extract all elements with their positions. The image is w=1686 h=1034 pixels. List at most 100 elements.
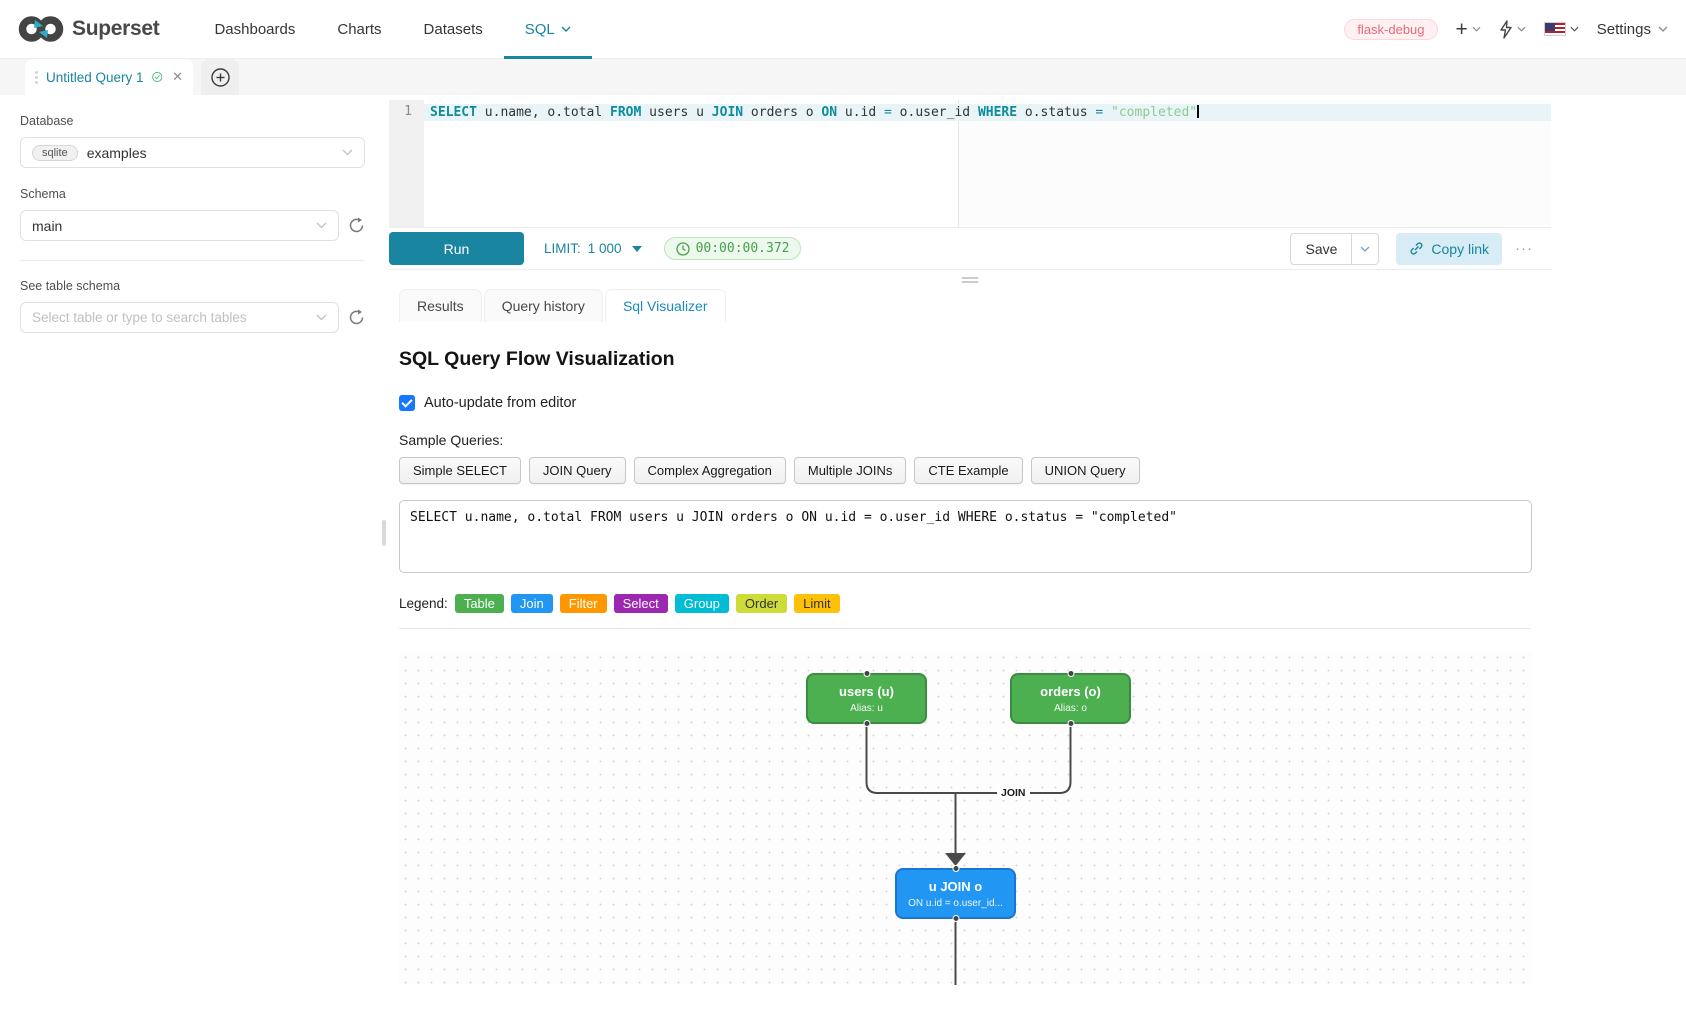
- new-item-button[interactable]: +: [1456, 19, 1481, 40]
- sql-lab-sidebar: Database sqlite examples Schema main See…: [0, 95, 380, 1034]
- limit-label: LIMIT:: [544, 241, 581, 256]
- results-tab-bar: Results Query history Sql Visualizer: [389, 289, 1551, 322]
- legend-row: Legend: Table Join Filter Select Group O…: [399, 594, 1530, 613]
- tab-query-history[interactable]: Query history: [483, 289, 603, 322]
- add-query-tab-button[interactable]: [201, 59, 239, 95]
- database-select[interactable]: sqlite examples: [20, 137, 365, 168]
- chevron-down-icon: [1658, 26, 1668, 32]
- legend-chip-group: Group: [674, 594, 729, 613]
- line-number: 1: [404, 104, 412, 119]
- clock-icon: [675, 241, 690, 256]
- drag-handle-icon[interactable]: [35, 70, 38, 84]
- refresh-icon[interactable]: [348, 217, 365, 234]
- node-subtitle: ON u.id = o.user_id...: [908, 898, 1003, 909]
- legend-chip-order: Order: [735, 594, 788, 613]
- main-menu: Dashboards Charts Datasets SQL: [193, 0, 592, 59]
- nav-item-dashboards[interactable]: Dashboards: [214, 20, 296, 38]
- sample-multiple-joins-button[interactable]: Multiple JOINs: [793, 457, 907, 484]
- chevron-down-icon: [561, 26, 571, 32]
- node-handle-bottom[interactable]: [952, 915, 959, 922]
- settings-label: Settings: [1596, 20, 1651, 38]
- query-tab-active[interactable]: Untitled Query 1 ✕: [25, 59, 193, 95]
- more-actions-button[interactable]: ···: [1515, 240, 1533, 257]
- legend-chip-join: Join: [510, 594, 553, 613]
- refresh-icon[interactable]: [348, 309, 365, 326]
- copy-link-button[interactable]: Copy link: [1396, 232, 1502, 265]
- sample-simple-select-button[interactable]: Simple SELECT: [399, 457, 521, 484]
- flow-node-users[interactable]: users (u) Alias: u: [806, 670, 927, 727]
- settings-menu[interactable]: Settings: [1597, 21, 1668, 38]
- chevron-down-icon: [1360, 246, 1370, 252]
- auto-update-checkbox[interactable]: [399, 395, 415, 411]
- sample-union-query-button[interactable]: UNION Query: [1030, 457, 1140, 484]
- nav-item-datasets[interactable]: Datasets: [423, 20, 483, 38]
- node-title: orders (o): [1040, 684, 1101, 699]
- legend-chip-select: Select: [613, 594, 668, 613]
- node-handle-bottom[interactable]: [1067, 720, 1074, 727]
- chevron-down-icon: [1472, 26, 1481, 32]
- copy-link-label: Copy link: [1431, 240, 1489, 257]
- superset-logo[interactable]: Superset: [18, 13, 160, 45]
- nav-item-sql[interactable]: SQL: [503, 0, 592, 59]
- limit-value: 1 000: [587, 241, 622, 256]
- caret-down-icon: [631, 245, 642, 252]
- close-tab-icon[interactable]: ✕: [172, 69, 183, 84]
- line-number-gutter: 1: [389, 100, 424, 227]
- tab-results[interactable]: Results: [399, 289, 482, 322]
- node-handle-top[interactable]: [952, 865, 959, 872]
- sample-query-buttons: Simple SELECT JOIN Query Complex Aggrega…: [399, 457, 1530, 484]
- schema-label: Schema: [20, 187, 66, 201]
- sample-complex-aggregation-button[interactable]: Complex Aggregation: [633, 457, 786, 484]
- link-icon: [1410, 242, 1423, 255]
- legend-chip-limit: Limit: [794, 594, 840, 613]
- panel-resize-grip[interactable]: [382, 520, 386, 546]
- content-divider: [399, 628, 1530, 629]
- sql-code-editor[interactable]: 1 SELECT u.name, o.total FROM users u JO…: [389, 100, 1551, 228]
- save-dropdown-button[interactable]: [1352, 232, 1380, 265]
- database-label: Database: [20, 114, 74, 128]
- nav-right-controls: flask-debug + Settings: [1344, 18, 1668, 40]
- chevron-down-icon: [1570, 26, 1579, 32]
- node-handle-bottom[interactable]: [863, 720, 870, 727]
- save-button[interactable]: Save: [1290, 232, 1353, 265]
- query-tab-title: Untitled Query 1: [46, 69, 144, 85]
- print-margin: [958, 100, 959, 227]
- chevron-down-icon: [316, 222, 327, 229]
- join-edge-label: JOIN: [997, 786, 1030, 800]
- sidebar-divider: [20, 260, 365, 261]
- legend-label: Legend:: [399, 596, 448, 611]
- node-handle-top[interactable]: [863, 670, 870, 677]
- sql-visualizer-panel: SQL Query Flow Visualization Auto-update…: [389, 348, 1551, 985]
- run-button[interactable]: Run: [389, 232, 524, 265]
- panel-resize-gutter[interactable]: [380, 95, 389, 1034]
- sample-cte-example-button[interactable]: CTE Example: [914, 457, 1023, 484]
- node-handle-top[interactable]: [1067, 670, 1074, 677]
- sample-join-query-button[interactable]: JOIN Query: [528, 457, 626, 484]
- flow-node-orders[interactable]: orders (o) Alias: o: [1010, 670, 1131, 727]
- editor-toolbar: Run LIMIT: 1 000 00:00:00.372 Save: [389, 228, 1551, 270]
- lightning-icon: [1500, 19, 1512, 39]
- language-picker[interactable]: [1543, 22, 1579, 36]
- node-subtitle: Alias: u: [850, 703, 883, 714]
- chevron-down-icon: [1517, 26, 1526, 32]
- node-title: users (u): [839, 684, 894, 699]
- nav-item-charts[interactable]: Charts: [337, 20, 382, 38]
- tab-sql-visualizer[interactable]: Sql Visualizer: [604, 289, 726, 322]
- legend-chip-table: Table: [454, 594, 504, 613]
- auto-update-label: Auto-update from editor: [424, 395, 577, 411]
- resize-handle[interactable]: [961, 277, 979, 283]
- results-resize-row: [389, 270, 1551, 289]
- flow-edges: [865, 726, 1072, 985]
- sql-editor-pane: 1 SELECT u.name, o.total FROM users u JO…: [389, 95, 1551, 1034]
- query-text-input[interactable]: SELECT u.name, o.total FROM users u JOIN…: [399, 500, 1532, 573]
- schema-select[interactable]: main: [20, 210, 339, 241]
- top-navigation: Superset Dashboards Charts Datasets SQL …: [0, 0, 1686, 59]
- table-search-select[interactable]: Select table or type to search tables: [20, 302, 339, 333]
- check-circle-icon: [151, 71, 162, 83]
- infinity-logo-icon: [18, 16, 64, 42]
- us-flag-icon: [1543, 22, 1566, 36]
- query-search-button[interactable]: [1499, 19, 1526, 39]
- flow-node-join[interactable]: u JOIN o ON u.id = o.user_id...: [895, 865, 1016, 922]
- limit-dropdown[interactable]: LIMIT: 1 000: [544, 241, 642, 256]
- flow-canvas[interactable]: JOIN users (u) Alias: u orders (o) Alias…: [399, 651, 1532, 985]
